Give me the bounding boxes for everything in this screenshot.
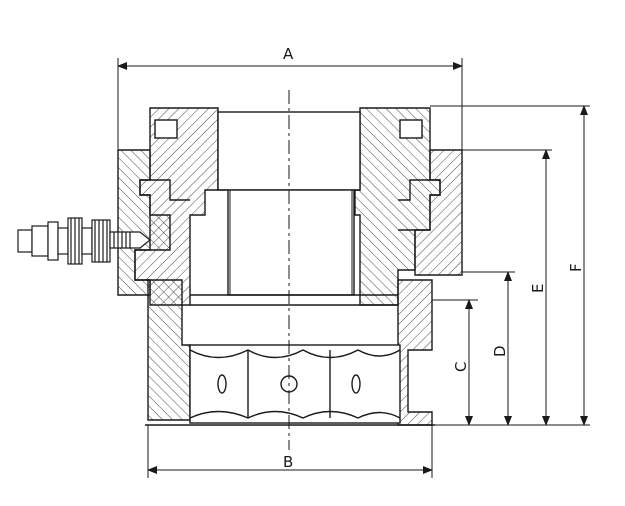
oval-port-icon xyxy=(351,374,361,394)
dimension-label-a: A xyxy=(283,45,294,63)
dimension-label-c: C xyxy=(452,362,470,372)
base-ring xyxy=(145,344,435,426)
dimension-label-d: D xyxy=(491,345,509,357)
nut-body-section xyxy=(117,107,463,426)
hydraulic-coupler-icon xyxy=(17,217,151,265)
base-ring-body xyxy=(189,344,401,424)
dimension-label-b: B xyxy=(283,453,293,471)
base-right-wall xyxy=(397,279,433,426)
bore-thread xyxy=(227,189,355,296)
groove-left xyxy=(154,119,178,139)
cylinder-right-flange xyxy=(414,149,463,276)
oval-port-icon xyxy=(217,374,227,394)
groove-right xyxy=(399,119,423,139)
dimension-label-e: E xyxy=(529,284,547,293)
dimension-lines xyxy=(117,58,590,478)
dimension-label-f: F xyxy=(567,263,585,272)
